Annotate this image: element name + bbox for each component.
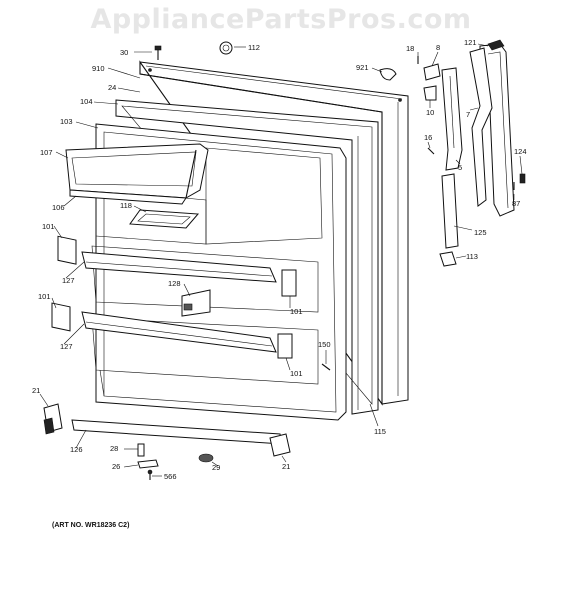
part-labels: 30 112 910 24 104 103 107 106 118 101 12… bbox=[32, 38, 527, 481]
shelf-brackets bbox=[51, 235, 297, 359]
part-label: 113 bbox=[466, 252, 478, 261]
handle-trim bbox=[439, 173, 459, 267]
part-label: 101 bbox=[38, 292, 51, 301]
handle-parts bbox=[379, 56, 463, 171]
watermark: AppliancePartsPros.com bbox=[90, 4, 472, 35]
part-label: 104 bbox=[80, 97, 93, 106]
part-label: 103 bbox=[60, 117, 73, 126]
part-label: 24 bbox=[108, 83, 116, 92]
door-shelf-upper bbox=[81, 251, 277, 283]
part-label: 10 bbox=[426, 108, 434, 117]
door-shelf-lower bbox=[81, 311, 277, 353]
top-fasteners bbox=[154, 41, 233, 60]
small-parts bbox=[137, 443, 214, 480]
part-label: 101 bbox=[290, 369, 303, 378]
part-label: 8 bbox=[436, 43, 440, 52]
hinge-covers bbox=[43, 403, 291, 457]
part-label: 26 bbox=[112, 462, 120, 471]
part-label: 910 bbox=[92, 64, 105, 73]
part-label: 121 bbox=[464, 38, 477, 47]
part-label: 118 bbox=[120, 201, 132, 210]
part-label: 107 bbox=[40, 148, 53, 157]
handle-screws bbox=[513, 173, 526, 190]
part-label: 101 bbox=[290, 307, 303, 316]
part-label: 127 bbox=[62, 276, 75, 285]
part-label: 124 bbox=[514, 147, 527, 156]
part-label: 30 bbox=[120, 48, 128, 57]
part-label: 101 bbox=[42, 222, 55, 231]
dairy-shelf bbox=[129, 209, 200, 229]
bottom-trim bbox=[71, 419, 283, 445]
part-label: 128 bbox=[168, 279, 181, 288]
part-label: 21 bbox=[32, 386, 40, 395]
part-label: 150 bbox=[318, 340, 331, 349]
part-label: 566 bbox=[164, 472, 177, 481]
screw-150 bbox=[321, 363, 331, 371]
part-label: 5 bbox=[458, 163, 462, 172]
part-label: 29 bbox=[212, 463, 220, 472]
part-label: 125 bbox=[474, 228, 487, 237]
door-handle bbox=[469, 39, 515, 217]
center-bracket bbox=[181, 289, 211, 317]
part-label: 127 bbox=[60, 342, 73, 351]
part-label: 7 bbox=[466, 110, 470, 119]
part-label: 115 bbox=[374, 427, 386, 436]
part-label: 16 bbox=[424, 133, 432, 142]
part-label: 106 bbox=[52, 203, 65, 212]
part-label: 28 bbox=[110, 444, 118, 453]
dairy-door bbox=[65, 143, 209, 205]
part-label: 112 bbox=[248, 43, 260, 52]
part-label: 87 bbox=[512, 199, 520, 208]
part-label: 126 bbox=[70, 445, 83, 454]
leader-lines bbox=[39, 43, 523, 477]
part-label: 921 bbox=[356, 63, 369, 72]
part-label: 18 bbox=[406, 44, 414, 53]
art-number: (ART NO. WR18236 C2) bbox=[52, 522, 130, 529]
part-label: 21 bbox=[282, 462, 290, 471]
